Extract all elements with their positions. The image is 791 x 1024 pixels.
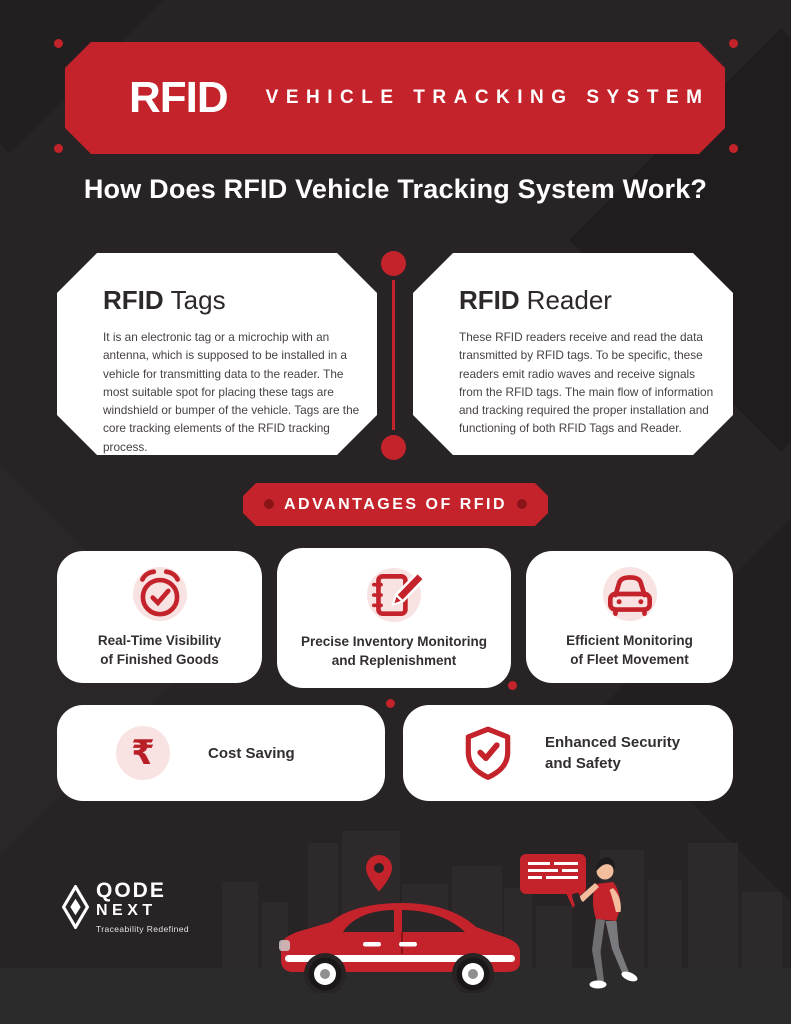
advantage-card-security: Enhanced Security and Safety bbox=[403, 705, 733, 801]
deco-dot bbox=[386, 699, 395, 708]
person-with-phone-illustration bbox=[520, 854, 638, 989]
connector-dot bbox=[381, 435, 406, 460]
card-title-accent: RFID bbox=[103, 285, 164, 315]
logo-tagline: Traceability Redefined bbox=[96, 924, 190, 934]
rupee-icon: ₹ bbox=[114, 724, 172, 782]
advantage-label: Real-Time Visibility of Finished Goods bbox=[97, 632, 222, 667]
notebook-pencil-icon bbox=[365, 566, 423, 624]
advantage-label: Efficient Monitoring of Fleet Movement bbox=[566, 632, 693, 667]
rupee-symbol: ₹ bbox=[131, 733, 155, 773]
connector-dot bbox=[381, 251, 406, 276]
corner-dot bbox=[729, 144, 738, 153]
location-pin-icon bbox=[366, 855, 392, 892]
corner-dot bbox=[729, 39, 738, 48]
card-title-rest: Reader bbox=[526, 285, 612, 315]
deco-dot bbox=[508, 681, 517, 690]
advantages-banner-title: ADVANTAGES OF RFID bbox=[283, 495, 508, 513]
card-body: It is an electronic tag or a microchip w… bbox=[103, 330, 360, 454]
advantage-label: Enhanced Security and Safety bbox=[545, 734, 681, 772]
logo-word-bottom: NEXT bbox=[96, 902, 157, 919]
car-front-icon bbox=[601, 565, 659, 623]
advantage-card-cost-saving: ₹ Cost Saving bbox=[57, 705, 385, 801]
card-title-accent: RFID bbox=[459, 285, 520, 315]
advantages-banner: ADVANTAGES OF RFID bbox=[243, 483, 548, 526]
advantage-label: Cost Saving bbox=[208, 744, 295, 762]
banner-side-dot bbox=[264, 499, 274, 509]
card-title-rest: Tags bbox=[170, 285, 226, 315]
logo-diamond-icon bbox=[62, 885, 89, 929]
brand-rfid: RFID bbox=[129, 73, 228, 122]
advantage-card-fleet-monitoring: Efficient Monitoring of Fleet Movement bbox=[526, 551, 733, 683]
qodenext-logo: QODE NEXT Traceability Redefined bbox=[62, 880, 189, 934]
ground bbox=[0, 968, 791, 1024]
banner-title: VEHICLE TRACKING SYSTEM bbox=[265, 87, 710, 108]
red-car-illustration bbox=[279, 903, 520, 993]
card-body: These RFID readers receive and read the … bbox=[459, 330, 714, 436]
page-title: How Does RFID Vehicle Tracking System Wo… bbox=[83, 174, 708, 204]
advantage-card-realtime-visibility: Real-Time Visibility of Finished Goods bbox=[57, 551, 262, 683]
connector-line bbox=[392, 280, 395, 430]
corner-dot bbox=[54, 144, 63, 153]
speech-bubble-icon bbox=[520, 854, 586, 908]
alarm-clock-check-icon bbox=[131, 565, 189, 623]
shield-check-icon bbox=[459, 724, 517, 782]
logo-word-top: QODE bbox=[96, 879, 166, 902]
header-banner: RFID VEHICLE TRACKING SYSTEM bbox=[65, 42, 725, 154]
corner-dot bbox=[54, 39, 63, 48]
advantage-card-inventory-monitoring: Precise Inventory Monitoring and Repleni… bbox=[277, 548, 511, 688]
advantage-label: Precise Inventory Monitoring and Repleni… bbox=[300, 633, 488, 668]
banner-side-dot bbox=[517, 499, 527, 509]
